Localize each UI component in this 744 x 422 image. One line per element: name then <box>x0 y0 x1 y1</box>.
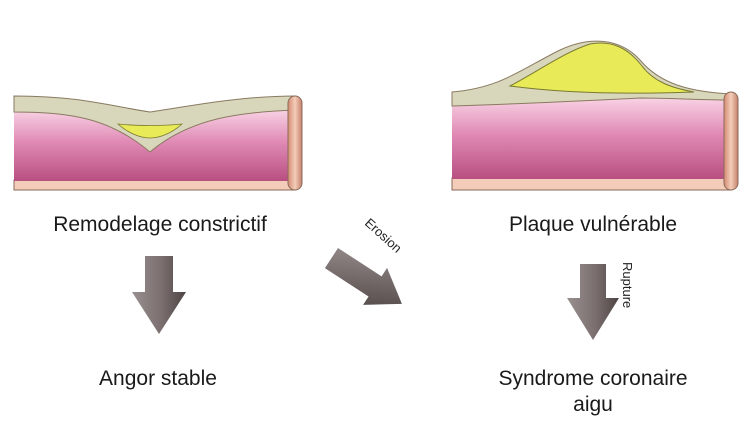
right-down-arrow <box>567 264 619 340</box>
right-vessel-bottom-wall <box>452 178 732 190</box>
rupture-label: Rupture <box>620 262 635 308</box>
left-outcome-label: Angor stable <box>58 366 258 392</box>
right-stage-label: Plaque vulnérable <box>478 212 708 238</box>
right-outcome-line1: Syndrome coronaire <box>458 366 728 392</box>
right-vessel-lumen <box>452 98 732 179</box>
right-vessel-end-cap <box>724 92 738 190</box>
erosion-arrow <box>319 240 413 323</box>
left-stage-label: Remodelage constrictif <box>22 212 298 238</box>
erosion-label: Erosion <box>362 215 405 256</box>
right-vessel <box>452 41 738 190</box>
left-vessel <box>14 96 302 190</box>
left-down-arrow <box>132 256 186 334</box>
left-vessel-end-cap <box>288 96 302 190</box>
left-vessel-bottom-wall <box>14 180 296 190</box>
right-outcome-label: Syndrome coronaire aigu <box>458 366 728 418</box>
right-outcome-line2: aigu <box>458 392 728 418</box>
